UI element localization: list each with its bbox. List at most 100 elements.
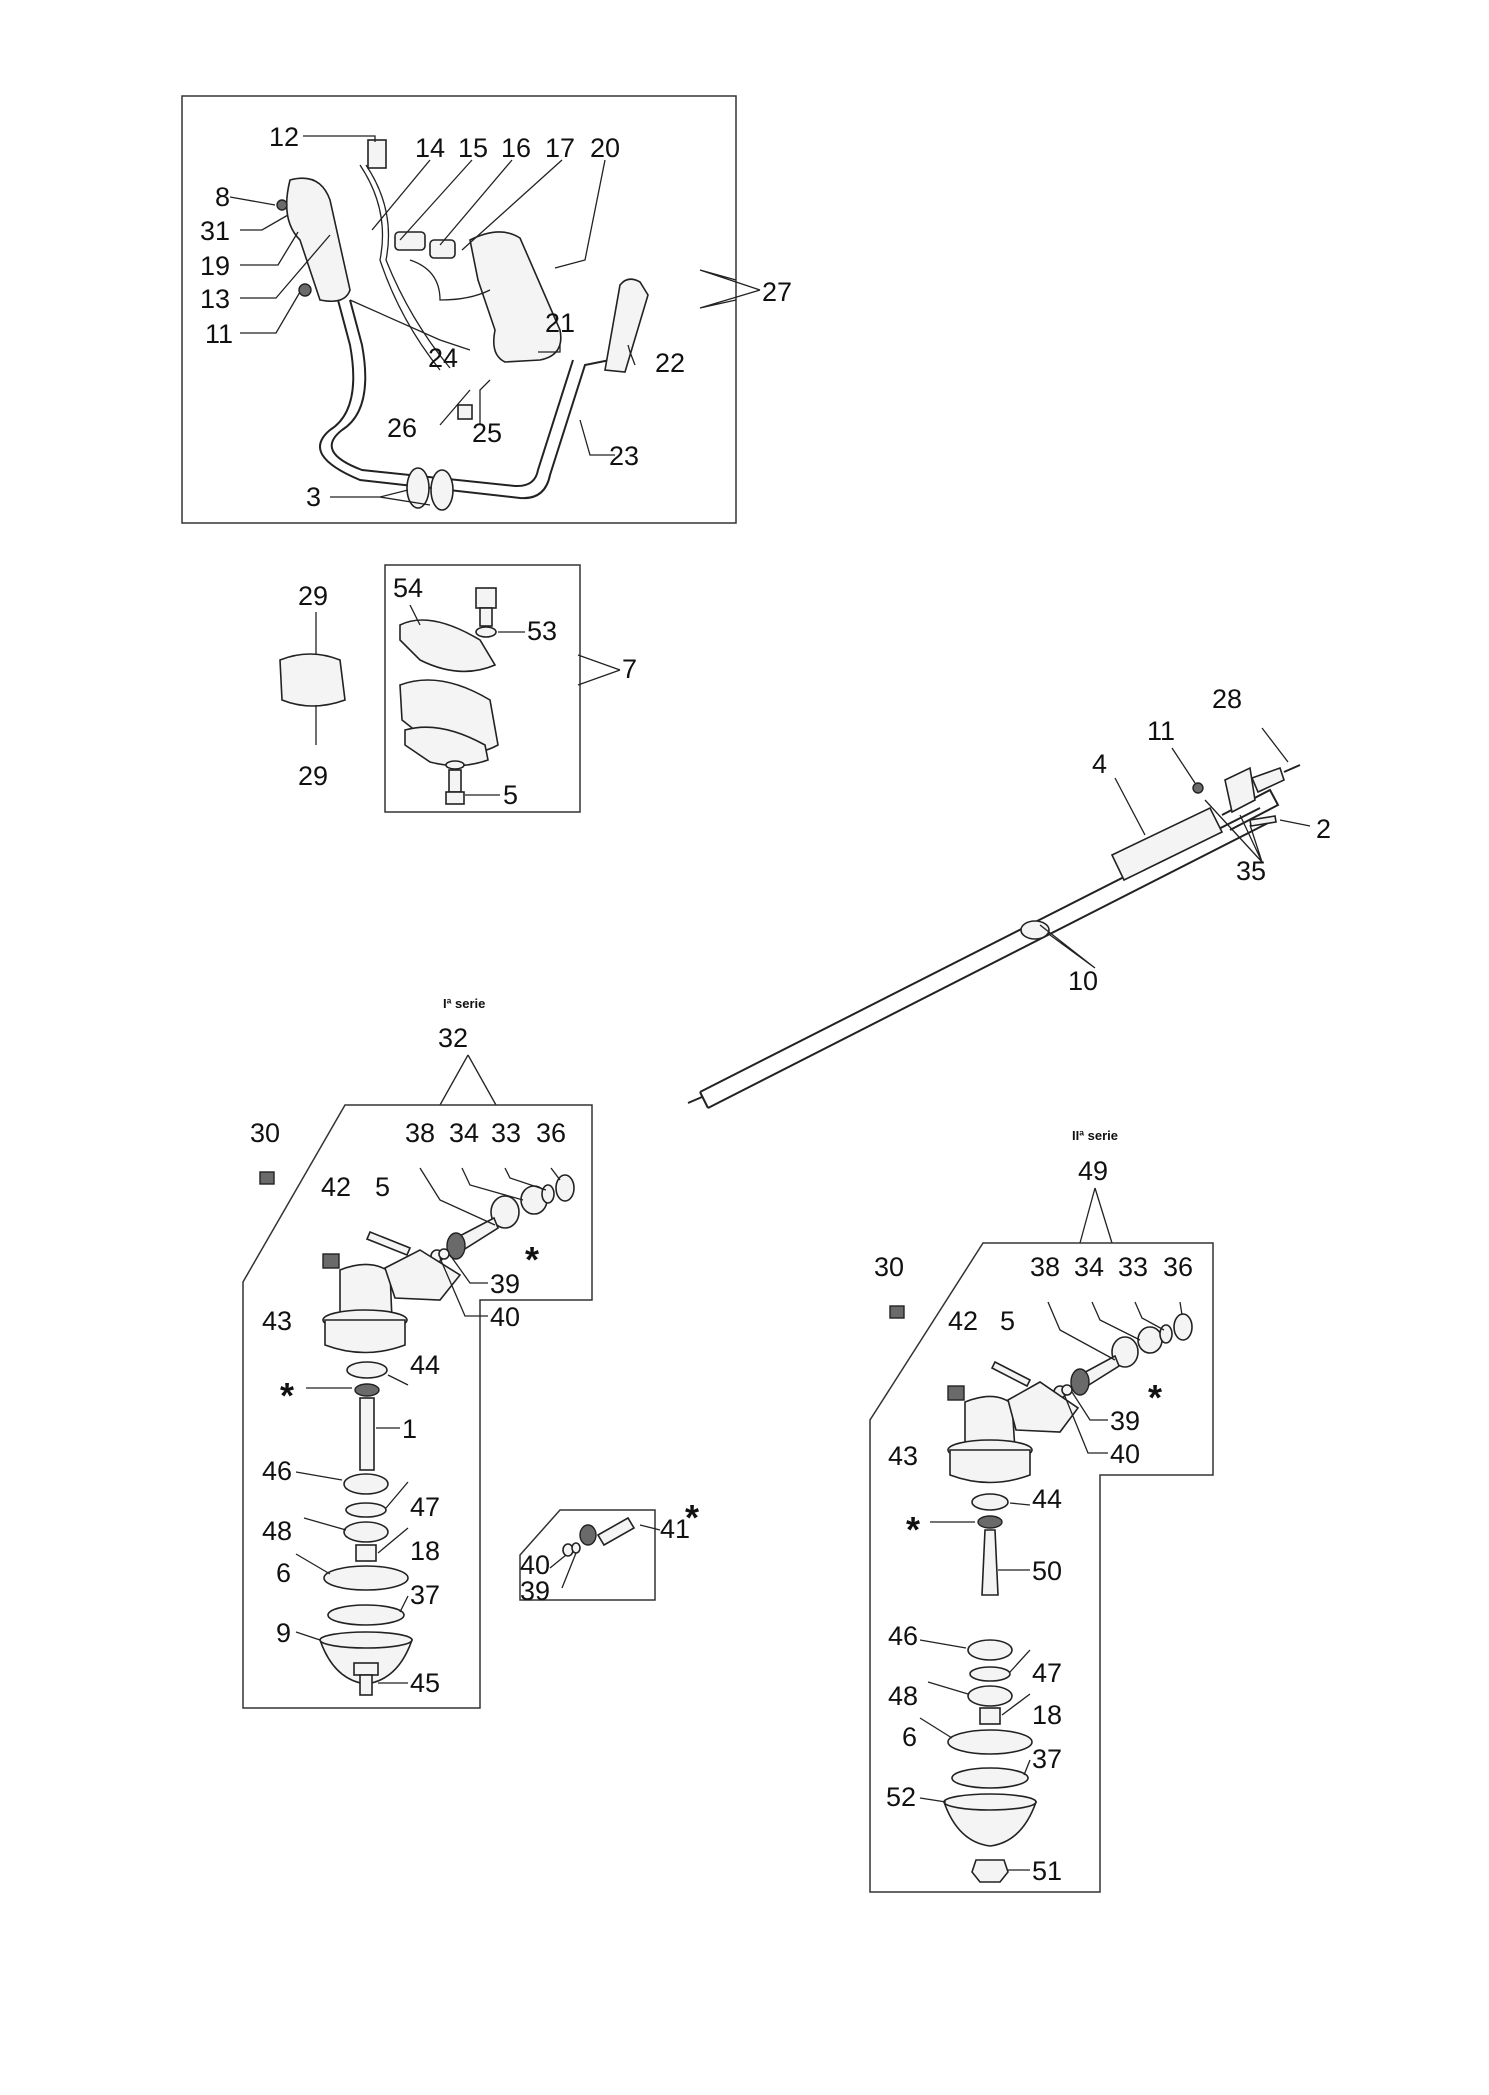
label-48: 48 xyxy=(262,1516,292,1546)
spacer-18 xyxy=(355,1544,377,1562)
handle-group: 12 14 15 16 17 20 8 31 19 13 11 24 21 22… xyxy=(181,95,792,524)
washer-40 xyxy=(438,1248,450,1260)
star-s2-gear: * xyxy=(906,1509,920,1550)
label-23: 23 xyxy=(609,441,639,471)
ring-48 xyxy=(343,1521,389,1543)
label-19: 19 xyxy=(200,251,230,281)
label-45: 45 xyxy=(410,1668,440,1698)
label-40: 40 xyxy=(490,1302,520,1332)
nut-11 xyxy=(298,283,312,297)
label-5-s2: 5 xyxy=(1000,1306,1015,1336)
label-46-s2: 46 xyxy=(888,1621,918,1651)
label-20: 20 xyxy=(590,133,620,163)
shaft-group: 28 11 4 2 35 10 xyxy=(687,684,1331,1109)
flange-6 xyxy=(323,1565,409,1591)
label-6-s2: 6 xyxy=(902,1722,917,1752)
label-3: 3 xyxy=(306,482,321,512)
label-16: 16 xyxy=(501,133,531,163)
label-15: 15 xyxy=(458,133,488,163)
label-30: 30 xyxy=(250,1118,280,1148)
bearing-38-s2 xyxy=(1111,1336,1139,1368)
label-1: 1 xyxy=(402,1414,417,1444)
label-52: 52 xyxy=(886,1782,916,1812)
label-34: 34 xyxy=(449,1118,479,1148)
star-kit41: * xyxy=(685,1497,699,1538)
series1-title: Iª serie xyxy=(443,996,485,1011)
switch-12 xyxy=(367,139,387,169)
label-39-kit: 39 xyxy=(520,1576,550,1606)
label-36-s2: 36 xyxy=(1163,1252,1193,1282)
star-s1-pinion: * xyxy=(525,1239,539,1280)
label-35: 35 xyxy=(1236,856,1266,886)
bearing-46 xyxy=(343,1473,389,1495)
label-36: 36 xyxy=(536,1118,566,1148)
label-44-s2: 44 xyxy=(1032,1484,1062,1514)
kit41-gear xyxy=(579,1524,597,1546)
label-21: 21 xyxy=(545,308,575,338)
label-54: 54 xyxy=(393,573,423,603)
label-41: 41 xyxy=(660,1514,690,1544)
ring-48-s2 xyxy=(967,1685,1013,1707)
clamp-group: 29 29 54 53 5 7 xyxy=(279,564,637,813)
flange-37-s2 xyxy=(951,1767,1029,1789)
label-39-s2: 39 xyxy=(1110,1406,1140,1436)
bolt-45 xyxy=(353,1662,379,1676)
label-29-bottom: 29 xyxy=(298,761,328,791)
label-7: 7 xyxy=(622,654,637,684)
label-50: 50 xyxy=(1032,1556,1062,1586)
label-43: 43 xyxy=(262,1306,292,1336)
screw-5 xyxy=(448,769,462,793)
label-47-s2: 47 xyxy=(1032,1658,1062,1688)
label-26: 26 xyxy=(387,413,417,443)
kit41-frame xyxy=(519,1509,656,1601)
star-s1-gear: * xyxy=(280,1375,294,1416)
grip-22 xyxy=(604,278,649,373)
handle-housing-19 xyxy=(285,177,351,303)
clamp-upper-54 xyxy=(399,619,497,673)
kit41-washer-39 xyxy=(571,1542,581,1554)
label-53: 53 xyxy=(527,616,557,646)
label-22: 22 xyxy=(655,348,685,378)
shaft-1 xyxy=(359,1397,375,1471)
flange-6-s2 xyxy=(947,1729,1033,1755)
label-38-s2: 38 xyxy=(1030,1252,1060,1282)
plug-42-s2 xyxy=(947,1385,965,1401)
connector-26 xyxy=(457,404,473,420)
label-25: 25 xyxy=(472,418,502,448)
label-43-s2: 43 xyxy=(888,1441,918,1471)
bearing-34-s2 xyxy=(1137,1326,1163,1354)
label-31: 31 xyxy=(200,216,230,246)
handle-group-frame xyxy=(181,95,737,524)
label-12: 12 xyxy=(269,122,299,152)
label-34-s2: 34 xyxy=(1074,1252,1104,1282)
series2-frame xyxy=(869,1242,1214,1893)
screw-top xyxy=(475,587,497,609)
label-10: 10 xyxy=(1068,966,1098,996)
label-29-top: 29 xyxy=(298,581,328,611)
label-4: 4 xyxy=(1092,749,1107,779)
label-9: 9 xyxy=(276,1618,291,1648)
label-46: 46 xyxy=(262,1456,292,1486)
label-38: 38 xyxy=(405,1118,435,1148)
label-5: 5 xyxy=(503,780,518,810)
shaft-50 xyxy=(981,1529,999,1596)
screw-5-s2 xyxy=(990,1360,1032,1388)
label-17: 17 xyxy=(545,133,575,163)
circlip-36-s2 xyxy=(1173,1313,1193,1341)
shim-33-s2 xyxy=(1159,1324,1173,1344)
label-13: 13 xyxy=(200,284,230,314)
label-11-shaft: 11 xyxy=(1147,716,1175,746)
part-16 xyxy=(429,239,456,259)
gear-44-s2 xyxy=(971,1493,1009,1511)
shaft-grip-4 xyxy=(1110,806,1224,882)
series2-title: IIª serie xyxy=(1072,1128,1118,1143)
screw-2 xyxy=(1249,815,1277,827)
ring-47 xyxy=(345,1502,387,1518)
cup-52 xyxy=(942,1801,1038,1847)
kit41-pinion xyxy=(596,1516,636,1547)
label-30-s2: 30 xyxy=(874,1252,904,1282)
handle-bar-tube xyxy=(319,299,611,500)
label-18: 18 xyxy=(410,1536,440,1566)
spacer-18-s2 xyxy=(979,1707,1001,1725)
